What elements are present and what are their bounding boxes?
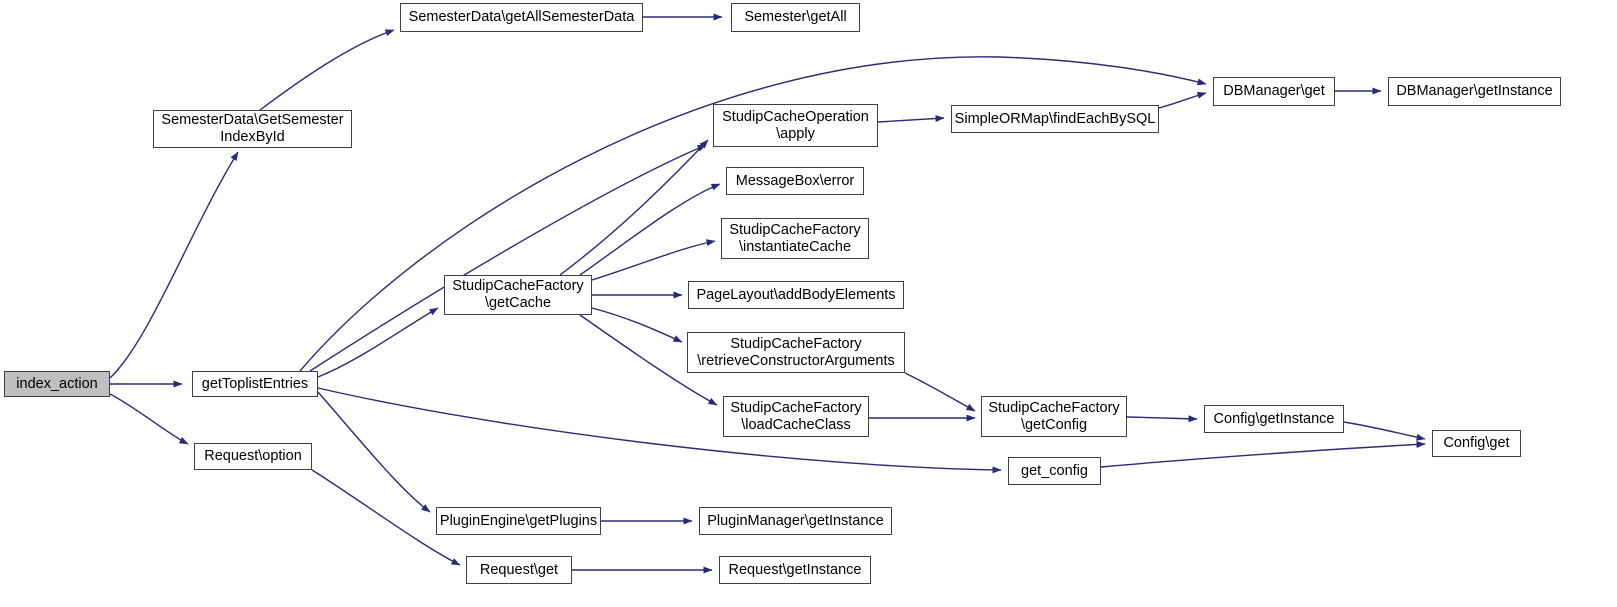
graph-node-label: StudipCacheFactory \loadCacheClass	[730, 399, 862, 433]
graph-node-messagebox-error[interactable]: MessageBox\error	[726, 167, 864, 195]
graph-node-label: Request\getInstance	[728, 561, 862, 578]
graph-node-label: SemesterData\getAllSemesterData	[408, 9, 635, 25]
graph-edge	[109, 151, 239, 379]
graph-edge	[1100, 440, 1426, 468]
graph-node-dbmanager-get[interactable]: DBManager\get	[1213, 77, 1335, 106]
graph-node-config-getinstance[interactable]: Config\getInstance	[1204, 405, 1344, 433]
graph-node-find-each-by-sql[interactable]: SimpleORMap\findEachBySQL	[951, 105, 1159, 133]
graph-edge	[1343, 421, 1426, 441]
graph-node-get-cache[interactable]: StudipCacheFactory \getCache	[444, 275, 592, 315]
graph-node-label: Config\get	[1443, 435, 1510, 451]
graph-node-label: Request\get	[479, 561, 559, 578]
graph-node-label: StudipCacheFactory \retrieveConstructorA…	[697, 335, 895, 369]
graph-node-label: StudipCacheOperation \apply	[722, 108, 869, 142]
graph-node-label: StudipCacheFactory \getConfig	[988, 399, 1120, 433]
graph-node-get-config-factory[interactable]: StudipCacheFactory \getConfig	[981, 396, 1127, 437]
graph-node-load-cache-class[interactable]: StudipCacheFactory \loadCacheClass	[723, 396, 869, 437]
graph-edge	[317, 387, 1002, 474]
graph-node-label: Config\getInstance	[1213, 410, 1335, 427]
graph-node-dbmanager-instance[interactable]: DBManager\getInstance	[1388, 77, 1561, 106]
graph-node-label: Request\option	[204, 448, 302, 464]
graph-node-get-all-semester[interactable]: SemesterData\getAllSemesterData	[400, 3, 643, 32]
graph-node-label: getToplistEntries	[201, 375, 309, 392]
graph-edge	[904, 372, 976, 412]
graph-edge	[309, 144, 707, 372]
graph-node-cache-op-apply[interactable]: StudipCacheOperation \apply	[713, 104, 878, 147]
graph-node-label: StudipCacheFactory \instantiateCache	[729, 221, 861, 255]
graph-node-plugin-get-plugins[interactable]: PluginEngine\getPlugins	[436, 507, 601, 535]
graph-edge	[1126, 415, 1198, 423]
graph-node-label: SemesterData\GetSemester IndexById	[161, 112, 344, 145]
graph-node-plugin-mgr-instance[interactable]: PluginManager\getInstance	[699, 507, 892, 535]
graph-node-request-get[interactable]: Request\get	[466, 556, 572, 584]
graph-node-add-body-elements[interactable]: PageLayout\addBodyElements	[688, 281, 904, 309]
graph-node-request-getinstance[interactable]: Request\getInstance	[719, 556, 871, 584]
graph-node-get-toplist[interactable]: getToplistEntries	[192, 371, 318, 397]
graph-edge	[591, 307, 683, 343]
graph-node-get-semester-index[interactable]: SemesterData\GetSemester IndexById	[153, 110, 352, 148]
graph-node-label: PageLayout\addBodyElements	[696, 286, 896, 303]
graph-node-label: PluginEngine\getPlugins	[439, 512, 598, 529]
graph-node-label: MessageBox\error	[735, 172, 855, 189]
graph-node-label: DBManager\get	[1223, 83, 1325, 99]
graph-edge	[317, 391, 431, 513]
graph-edge	[579, 183, 721, 276]
graph-edge	[109, 393, 189, 445]
graph-edge	[317, 307, 439, 378]
graph-node-semester-getall[interactable]: Semester\getAll	[731, 3, 860, 32]
graph-node-get-config-fn[interactable]: get_config	[1008, 457, 1101, 485]
graph-node-request-option[interactable]: Request\option	[194, 443, 312, 470]
graph-node-instantiate-cache[interactable]: StudipCacheFactory \instantiateCache	[721, 218, 869, 259]
graph-node-label: Semester\getAll	[744, 9, 847, 25]
graph-node-retrieve-ctor-args[interactable]: StudipCacheFactory \retrieveConstructorA…	[687, 332, 905, 373]
graph-node-label: index_action	[16, 375, 98, 392]
graph-edge	[259, 29, 395, 111]
graph-edge	[877, 115, 945, 123]
graph-node-label: PluginManager\getInstance	[707, 512, 884, 529]
graph-node-label: StudipCacheFactory \getCache	[452, 278, 584, 311]
graph-edge	[591, 239, 716, 281]
graph-edge	[559, 139, 709, 276]
graph-node-label: get_config	[1021, 462, 1088, 479]
graph-node-label: DBManager\getInstance	[1396, 83, 1553, 99]
graph-node-label: SimpleORMap\findEachBySQL	[954, 110, 1156, 127]
graph-node-config-get[interactable]: Config\get	[1432, 430, 1521, 457]
graph-edge	[1158, 91, 1207, 109]
graph-node-index-action[interactable]: index_action	[4, 371, 110, 397]
